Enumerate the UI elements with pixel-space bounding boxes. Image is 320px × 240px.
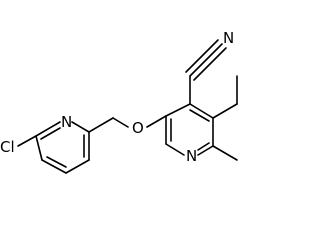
- bond-ring2-e-double: [189, 109, 210, 122]
- chloropyridine-nitrogen-label: N: [61, 113, 72, 131]
- bond-ring1-d: [65, 159, 90, 174]
- bond-ring2-e: [189, 103, 214, 119]
- bond-ch2-ch2b: [112, 117, 129, 128]
- bond-ring1-f: [35, 135, 43, 161]
- bond-cn-triple-2: [185, 39, 219, 73]
- bonds: [17, 39, 238, 174]
- bond-cn-triple-3: [193, 47, 227, 81]
- bond-cl-c: [17, 135, 37, 147]
- bond-ring1-e-double: [46, 156, 67, 168]
- pyridine-nitrogen-label: N: [186, 147, 197, 165]
- bond-ring2-f: [165, 103, 191, 117]
- bond-methyl-top: [212, 103, 238, 119]
- ether-oxygen-label: O: [132, 119, 144, 137]
- bond-o-ring2: [146, 115, 167, 128]
- bond-ring1-ch2: [88, 117, 114, 133]
- bond-ring2-c: [197, 145, 214, 156]
- bond-ring1-a-double: [40, 127, 61, 140]
- bond-ring1-e: [41, 159, 67, 174]
- nitrile-nitrogen-label: N: [223, 29, 234, 47]
- bond-ring1-a: [35, 121, 61, 137]
- bond-ring2-b: [165, 143, 185, 156]
- atom-labels: Cl N O N N: [0, 29, 234, 165]
- bond-methyl-bottom: [212, 145, 238, 161]
- molecule-structure-diagram: Cl N O N N: [0, 29, 238, 174]
- bond-ring1-b: [71, 121, 90, 133]
- chlorine-atom-label: Cl: [0, 138, 15, 156]
- bond-ring2-c-double: [197, 142, 210, 151]
- bond-cn-triple-1: [189, 43, 223, 77]
